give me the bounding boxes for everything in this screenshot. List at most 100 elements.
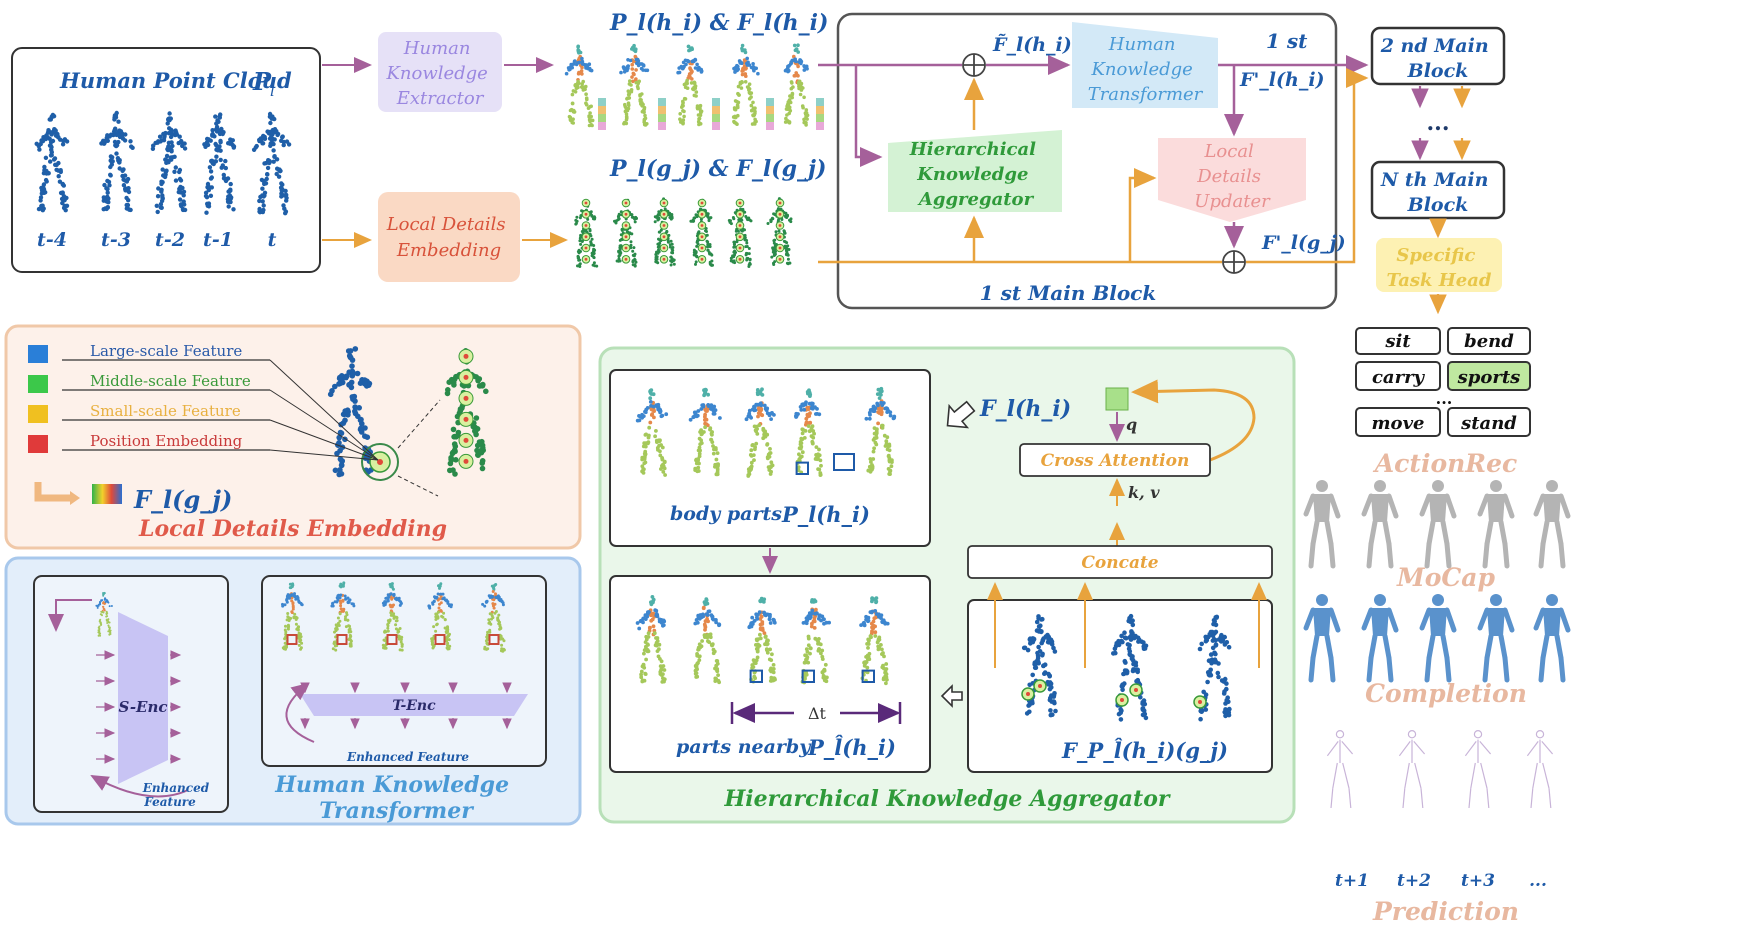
svg-text:Position Embedding: Position Embedding [90, 432, 243, 450]
blue-mesh-figure [1422, 594, 1454, 680]
hka-panel-title: Hierarchical Knowledge Aggregator [724, 786, 1171, 812]
action-label: stand [1448, 408, 1530, 436]
t-enc-enhanced: Enhanced Feature [346, 750, 469, 764]
hka-panel: body parts P_l(h_i) Δt parts nearby P_l̂… [600, 348, 1294, 822]
hke-line-2: Knowledge [385, 63, 487, 84]
lde-line-1: Local Details [386, 214, 506, 235]
q-label: q [1126, 415, 1137, 434]
prediction-label: Prediction [1372, 897, 1519, 926]
frame-label: t [268, 229, 277, 251]
svg-text:Large-scale Feature: Large-scale Feature [90, 342, 242, 360]
prediction-frame-label: ... [1529, 871, 1547, 891]
colored-figure [732, 44, 760, 126]
gray-mesh-figure [1306, 480, 1338, 566]
action-label: bend [1448, 328, 1530, 354]
delta-t-label: Δt [808, 704, 827, 723]
grouped-figure [654, 197, 676, 266]
parts-nearby-label: parts nearby [676, 736, 812, 758]
hkt-title-1: Human Knowledge [274, 772, 509, 798]
hka-line-3: Aggregator [917, 189, 1035, 210]
svg-text:move: move [1372, 413, 1425, 434]
grouped-figure [728, 199, 753, 268]
blue-mesh-figure [1306, 594, 1338, 680]
svg-text:sit: sit [1384, 331, 1411, 352]
lde-panel: Large-scale FeatureMiddle-scale FeatureS… [6, 326, 580, 548]
svg-text:sports: sports [1457, 367, 1521, 388]
blue-mesh-figure [1536, 594, 1568, 680]
skeleton-figure [1327, 731, 1352, 808]
block2-line-2: Block [1407, 60, 1469, 82]
part-feature-bar [712, 98, 720, 130]
s-enc-enh-1: Enhanced [142, 781, 210, 795]
skeleton-figure [1527, 731, 1552, 808]
gray-mesh-figure [1536, 480, 1568, 566]
first-tag: 1 st [1266, 29, 1308, 53]
prediction-frames: t+1t+2t+3... [1335, 871, 1547, 891]
hkt-panel: S-Enc Enhanced Feature T-Enc Enhanced Fe… [6, 558, 580, 824]
svg-text:Small-scale Feature: Small-scale Feature [90, 402, 241, 420]
gray-mesh-row [1306, 480, 1568, 566]
skeleton-figure [1465, 731, 1490, 808]
lde-panel-title: Local Details Embedding [138, 516, 447, 542]
frame-label: t-2 [155, 229, 185, 251]
task-head-line-2: Task Head [1387, 270, 1492, 291]
colored-body-parts-strip [565, 43, 824, 130]
block2-line-1: 2 nd Main [1380, 35, 1489, 57]
blocks-ellipsis: ... [1427, 110, 1450, 136]
concate-label: Concate [1081, 553, 1158, 573]
hkt-title-2: Transformer [319, 798, 474, 824]
action-label-grid: sitbendcarrysportsmovestand... [1356, 328, 1530, 436]
gray-mesh-figure [1364, 480, 1396, 566]
group-feature-label: F_P_l̂(h_i)(g_j) [1061, 738, 1228, 763]
main-block-title: 1 st Main Block [980, 281, 1156, 305]
completion-label: Completion [1365, 679, 1527, 708]
mocap-label: MoCap [1396, 563, 1495, 592]
f-prime-g-label: F'_l(g_j) [1261, 232, 1346, 254]
point-cloud-panel: Human Point Cloud P l t-4t-3t-2t-1t [12, 48, 320, 272]
t-enc-label: T-Enc [392, 698, 436, 714]
s-enc-enh-2: Feature [143, 795, 196, 809]
f-prime-h-label: F'_l(h_i) [1239, 69, 1325, 91]
part-feature-bar [598, 98, 606, 130]
blue-mesh-row [1306, 594, 1568, 680]
frame-label: t-3 [101, 229, 131, 251]
body-parts-symbol: P_l(h_i) [781, 502, 870, 527]
point-cloud-sub: l [270, 82, 275, 100]
grouped-figure [613, 199, 638, 268]
part-feature-bar [766, 98, 774, 130]
grouped-points-strip [574, 197, 792, 268]
grouped-figure [689, 199, 714, 267]
action-label: move [1356, 408, 1440, 436]
svg-text:Middle-scale Feature: Middle-scale Feature [90, 372, 251, 390]
part-feature-bar [816, 98, 824, 130]
action-label: sit [1356, 328, 1440, 354]
hke-line-1: Human [403, 38, 471, 59]
lde-feature-label: F_l(g_j) [133, 485, 232, 514]
blue-mesh-figure [1364, 594, 1396, 680]
colored-figure [784, 43, 810, 126]
lde-box: Local Details Embedding [378, 192, 520, 282]
blockN-line-2: Block [1407, 194, 1469, 216]
blockN-line-1: N th Main [1380, 169, 1489, 191]
action-ellipsis: ... [1436, 389, 1453, 408]
hka-feature-out: F_l(h_i) [979, 396, 1071, 422]
hkt-line-3: Transformer [1088, 84, 1204, 105]
hka-line-2: Knowledge [916, 164, 1028, 185]
lde-line-2: Embedding [396, 240, 501, 261]
ldu-line-1: Local [1203, 141, 1254, 162]
ldu-line-2: Details [1196, 166, 1261, 187]
task-head-line-1: Specific [1396, 245, 1475, 266]
action-label: sports [1448, 362, 1530, 390]
colored-figure [676, 45, 703, 127]
cross-attention-label: Cross Attention [1041, 451, 1190, 471]
parts-nearby-symbol: P_l̂(h_i) [807, 735, 896, 760]
svg-text:Hierarchical Knowledge: Hierarchical Knowledge Aggregator [909, 139, 1043, 210]
skeleton-figure [1399, 731, 1424, 808]
hke-box: Human Knowledge Extractor [378, 32, 502, 112]
f-tilde-label: F̃_l(h_i) [992, 34, 1072, 56]
frame-label: t-1 [203, 229, 233, 251]
gray-mesh-figure [1480, 480, 1512, 566]
lde-feature-cube [92, 484, 122, 504]
kv-label: k, v [1128, 483, 1160, 502]
hka-line-1: Hierarchical [909, 139, 1036, 160]
